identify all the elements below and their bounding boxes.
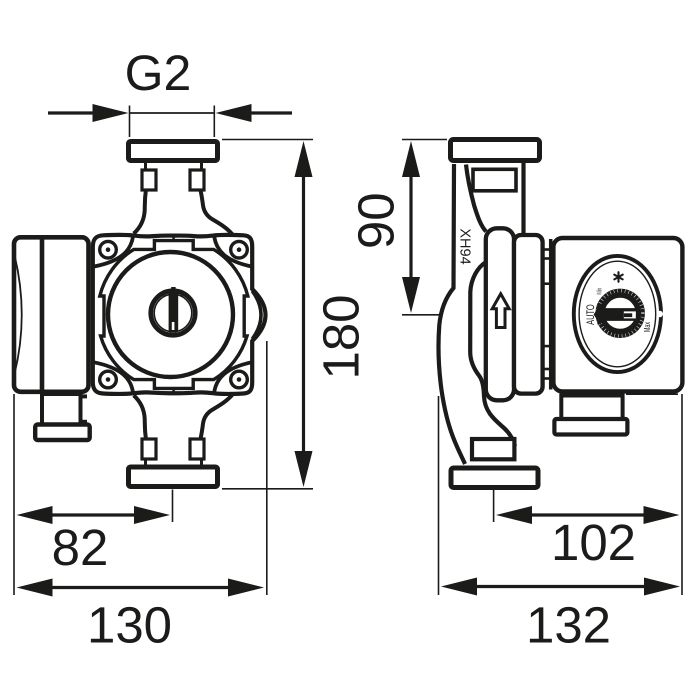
- svg-text:Min: Min: [596, 288, 604, 295]
- svg-text:AUTO: AUTO: [585, 304, 597, 325]
- svg-text:130: 130: [87, 597, 172, 654]
- svg-text:102: 102: [551, 514, 636, 571]
- svg-text:XH94: XH94: [457, 228, 473, 264]
- svg-text:G2: G2: [125, 45, 192, 101]
- svg-text:180: 180: [313, 294, 370, 379]
- svg-text:82: 82: [52, 519, 109, 576]
- svg-text:Max: Max: [642, 322, 652, 332]
- svg-text:90: 90: [348, 192, 405, 249]
- svg-text:132: 132: [526, 597, 611, 654]
